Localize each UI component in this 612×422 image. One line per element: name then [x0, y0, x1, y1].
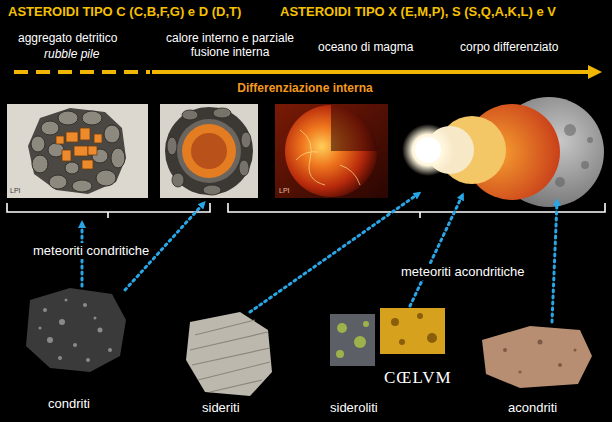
- group-label: meteoriti condritiche: [30, 243, 152, 259]
- stage-label: corpo differenziato: [460, 40, 559, 54]
- sample-label: condriti: [48, 396, 90, 412]
- stage-label: oceano di magma: [318, 40, 413, 54]
- sample-label: sideroliti: [330, 400, 378, 416]
- sample-label: sideriti: [202, 400, 240, 416]
- heading-left: ASTEROIDI TIPO C (C,B,F,G) e D (D,T): [8, 4, 241, 20]
- group-label: meteoriti acondritiche: [398, 264, 528, 280]
- sample-label: acondriti: [508, 400, 557, 416]
- arrow-label: Differenziazione interna: [225, 81, 385, 95]
- stage-label: aggregato detritico: [18, 31, 117, 45]
- watermark-logo: CŒLVM: [384, 368, 452, 388]
- heading-right: ASTEROIDI TIPO X (E,M,P), S (S,Q,A,K,L) …: [280, 4, 556, 20]
- stage-label: rubble pile: [44, 47, 99, 61]
- watermark: LPI: [10, 187, 21, 195]
- stage-label: calore interno e parziale fusione intern…: [152, 31, 308, 60]
- watermark: LPI: [279, 187, 290, 195]
